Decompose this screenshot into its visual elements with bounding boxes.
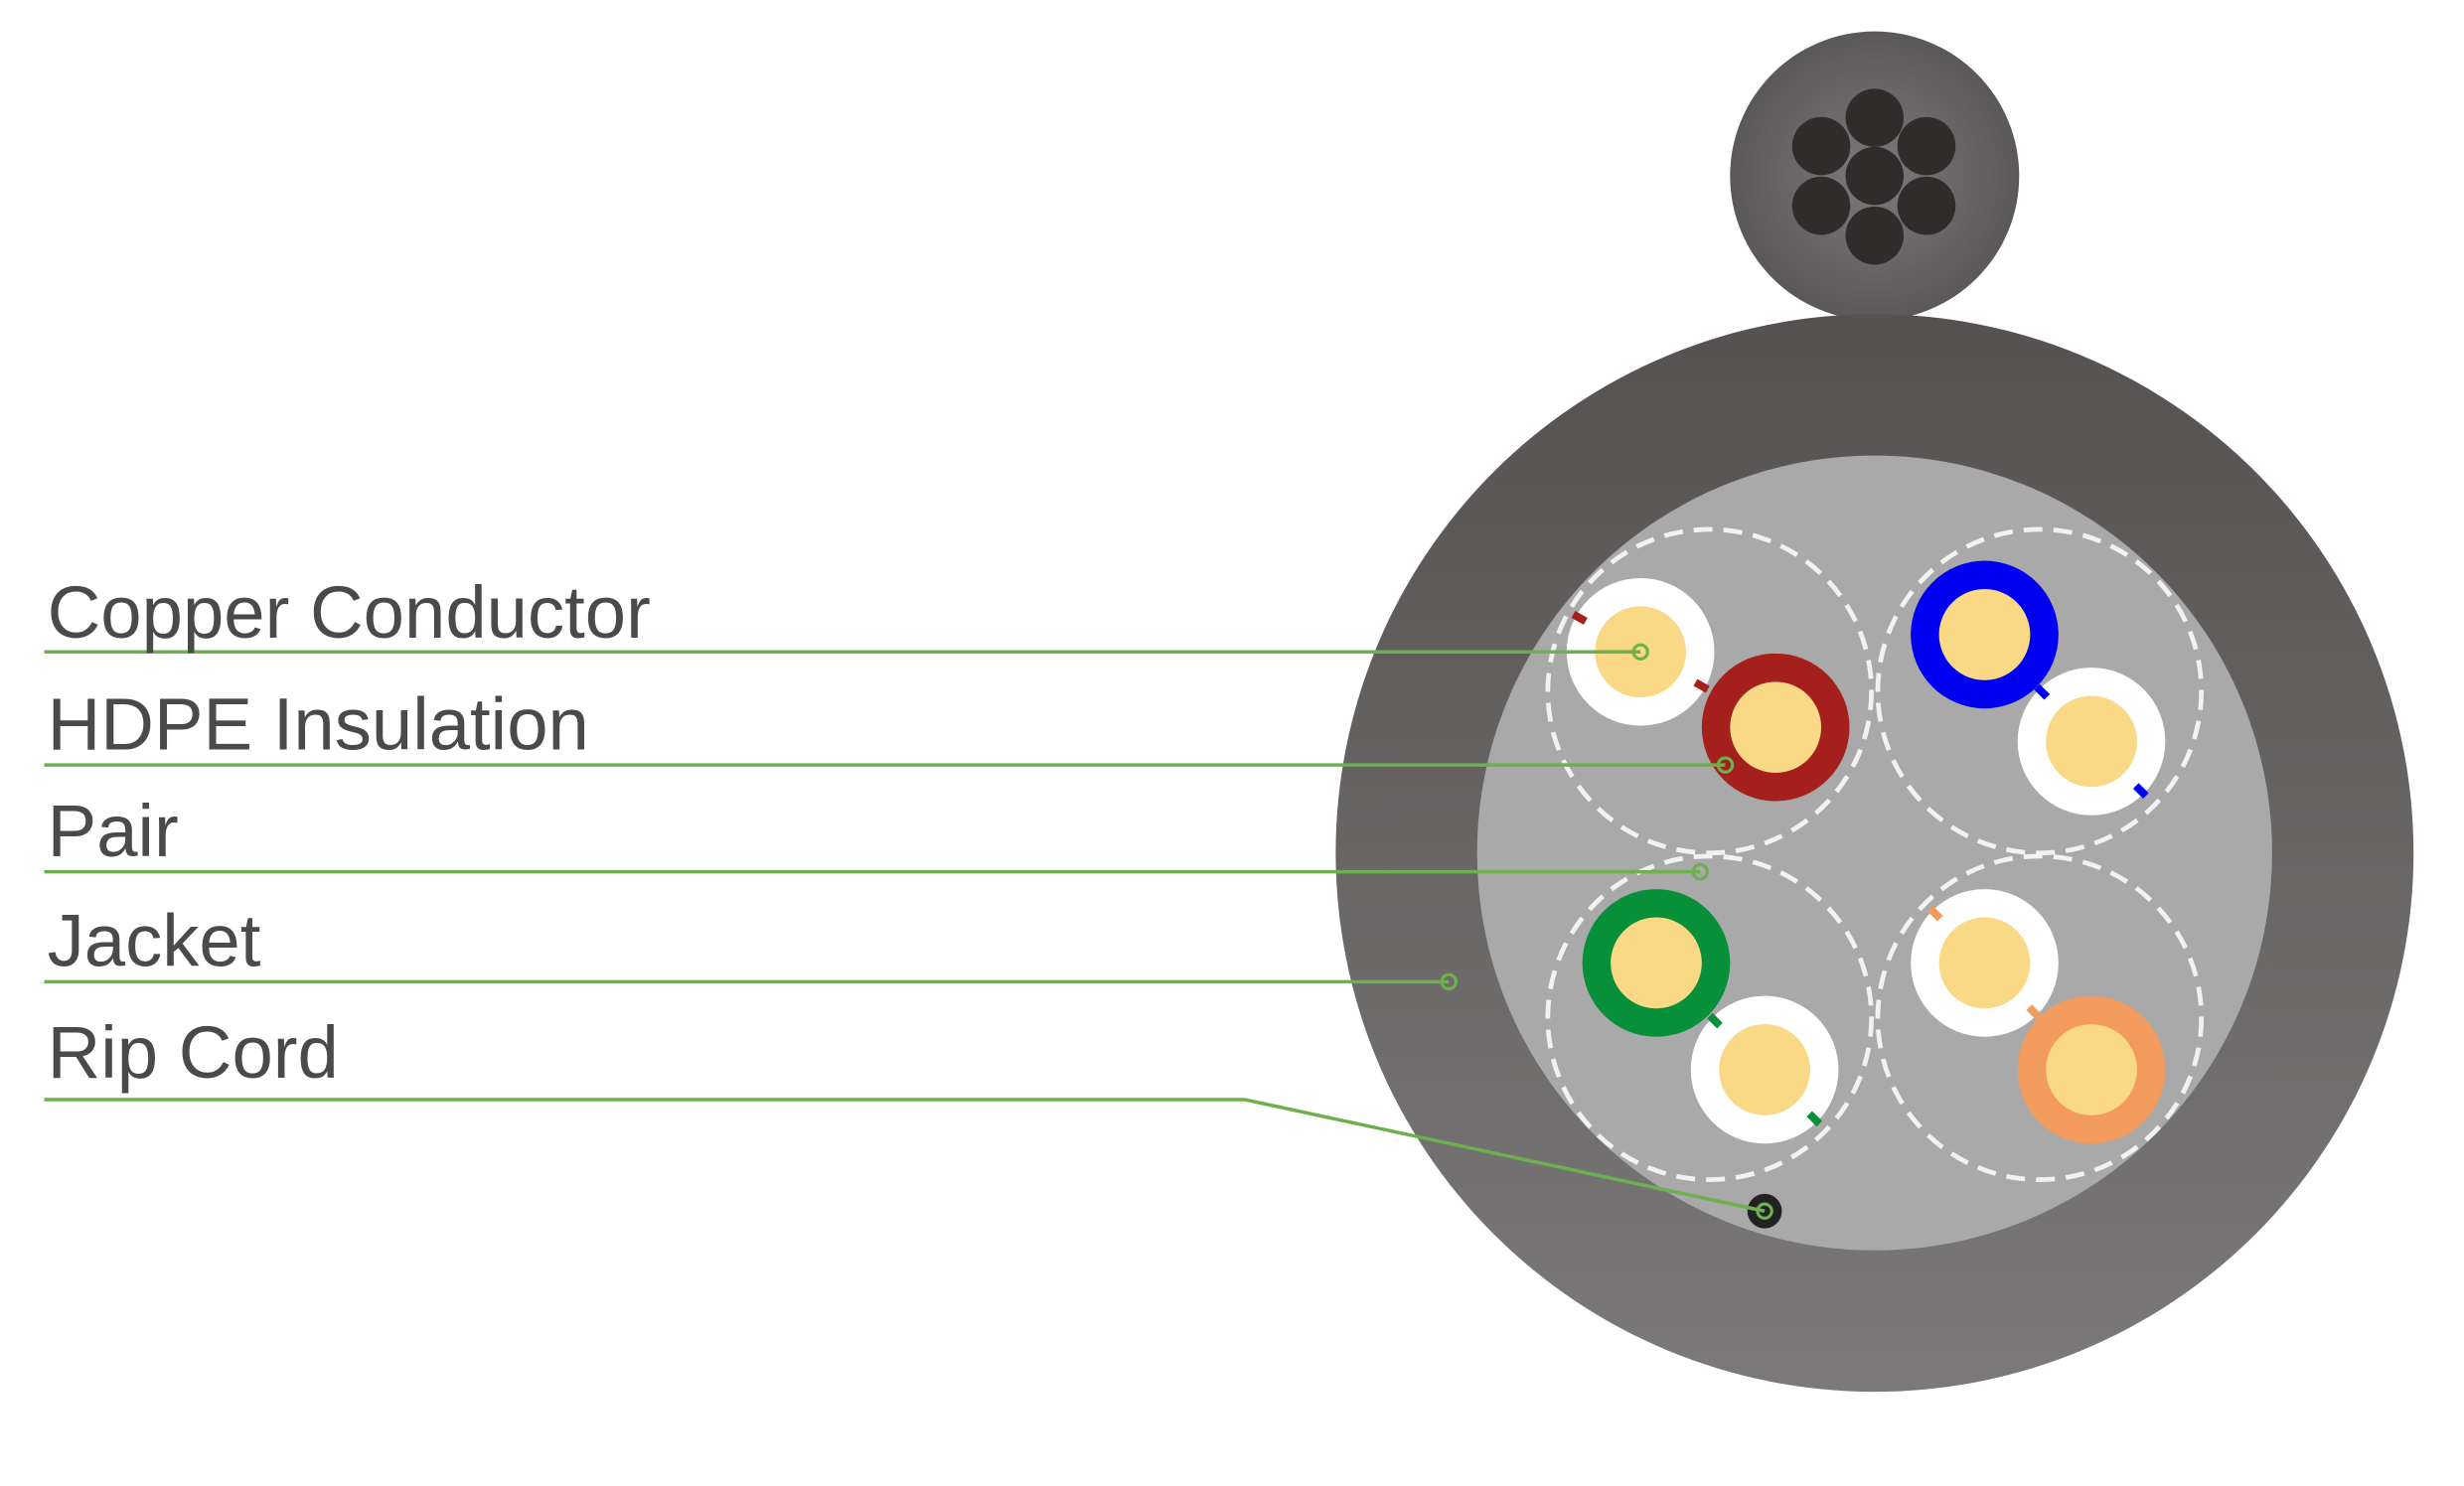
messenger-strand [1791,116,1851,176]
copper-conductor [1938,917,2031,1009]
copper-conductor [1938,589,2031,680]
copper-conductor [1730,681,1822,774]
green-pair-stripe-mark [1806,1111,1823,1127]
label-copper-conductor: Copper Conductor [48,571,651,654]
brown-pair-stripe-mark [1571,611,1588,625]
label-rip-cord: Rip Cord [48,1011,339,1094]
copper-conductor [1719,1024,1810,1115]
pair-boundary [1875,853,2205,1182]
leader-end-pair [1691,862,1709,881]
blue-pair-stripe-mark [2034,683,2051,700]
pair-boundary [1545,526,1874,856]
leader-line-rip-cord [44,1098,1766,1213]
leader-end-jacket [1440,972,1458,991]
messenger-strand [1845,206,1905,265]
messenger-strand [1845,146,1905,206]
messenger-strand [1897,176,1956,235]
pair-boundary [1875,526,2205,856]
orange-pair-stripe-mark [2026,1004,2043,1020]
messenger-strand [1791,176,1851,235]
blue-pair-stripe-mark [2132,783,2149,800]
green-pair-stripe-mark [1707,1012,1723,1029]
messenger-strand [1845,88,1905,147]
label-hdpe-insulation: HDPE Insulation [48,682,589,765]
leader-end-rip-cord [1756,1202,1773,1220]
messenger-strand [1897,116,1956,176]
brown-pair-stripe-mark [1693,678,1710,693]
copper-conductor [2046,695,2137,788]
leader-end-hdpe-insulation [1716,756,1735,774]
label-pair: Pair [48,790,179,872]
label-jacket: Jacket [48,900,261,982]
pair-boundary [1545,853,1874,1182]
copper-conductor [2046,1024,2137,1115]
leader-end-copper-conductor [1631,643,1649,661]
copper-conductor [1611,917,1702,1009]
orange-pair-stripe-mark [1926,905,1943,922]
